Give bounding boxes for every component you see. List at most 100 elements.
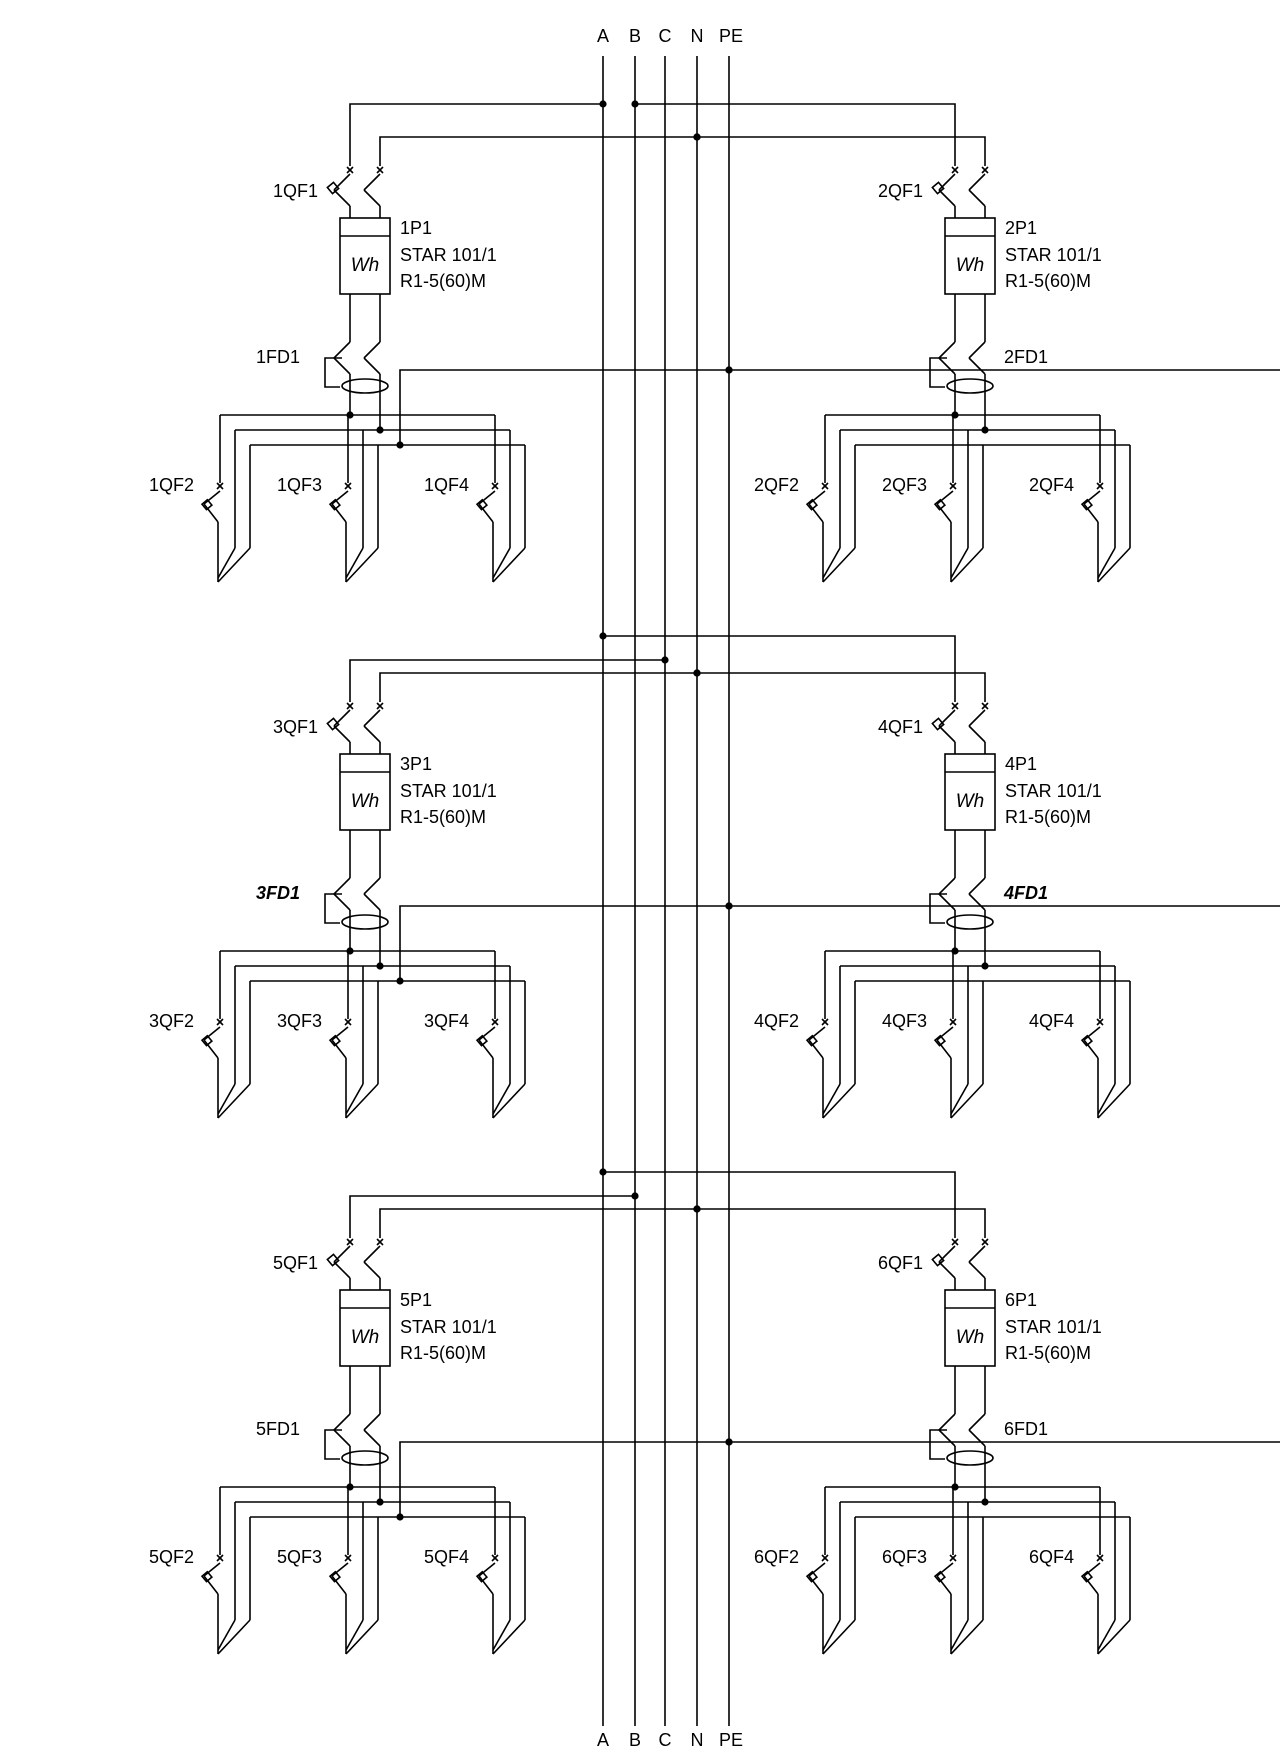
branch-neutral-out <box>492 547 511 579</box>
branch-breaker-label: 6QF2 <box>754 1547 799 1567</box>
phase-feed <box>349 103 603 166</box>
branch-neutral-out <box>345 547 364 579</box>
branch-breaker-label: 6QF3 <box>882 1547 927 1567</box>
branch-neutral-out <box>950 1619 969 1651</box>
breaker-trip <box>1080 1034 1093 1047</box>
breaker-blade <box>808 490 826 505</box>
junction-dot <box>661 656 669 664</box>
breaker-contact <box>331 1575 347 1595</box>
breaker-contact <box>331 1039 347 1059</box>
contact-mark <box>216 482 224 490</box>
branch-neutral-out <box>217 1083 236 1115</box>
rcd-trip-link <box>929 357 947 388</box>
meter-symbol: Wh <box>351 255 380 276</box>
contact-mark <box>951 1238 959 1246</box>
contact-mark <box>491 1554 499 1562</box>
breaker-blade <box>936 1026 954 1041</box>
meter-name: 2P1 <box>1005 218 1037 238</box>
branch-breaker-label: 1QF2 <box>149 475 194 495</box>
meter-rating: R1-5(60)M <box>1005 807 1091 827</box>
qf1-contact <box>333 725 351 743</box>
qf1-contact <box>938 189 956 207</box>
meter-symbol: Wh <box>956 791 985 812</box>
breaker-blade <box>1083 1562 1101 1577</box>
branch-breaker-label: 4QF2 <box>754 1011 799 1031</box>
breaker-trip <box>475 498 488 511</box>
rcd-transformer <box>341 378 389 394</box>
meter-symbol: Wh <box>956 255 985 276</box>
branch-2: 5QF3 <box>277 1487 379 1655</box>
contact-mark <box>491 482 499 490</box>
breaker-contact <box>936 1575 952 1595</box>
rcd-transformer <box>946 914 994 930</box>
branch-neutral-out <box>345 1083 364 1115</box>
main-breaker-label: 1QF1 <box>273 181 318 201</box>
breaker-blade <box>478 1026 496 1041</box>
branch-neutral-out <box>822 547 841 579</box>
contact-mark <box>344 1018 352 1026</box>
meter-rating: R1-5(60)M <box>400 1343 486 1363</box>
qf1-blade <box>363 1245 381 1263</box>
contact-mark <box>949 482 957 490</box>
meter-box <box>339 217 391 295</box>
qf1-blade <box>333 1245 351 1263</box>
breaker-contact <box>203 1575 219 1595</box>
qf1-blade <box>938 173 956 191</box>
branch-pe-out <box>1097 1619 1131 1655</box>
rcd-trip-link <box>324 357 342 388</box>
qf1-blade <box>938 1245 956 1263</box>
branch-breaker-label: 5QF2 <box>149 1547 194 1567</box>
meter-name: 1P1 <box>400 218 432 238</box>
breaker-blade <box>331 1026 349 1041</box>
breaker-blade <box>808 1562 826 1577</box>
rcd-transformer <box>341 914 389 930</box>
breaker-blade <box>1083 490 1101 505</box>
branch-breaker-label: 2QF4 <box>1029 475 1074 495</box>
branch-2: 4QF3 <box>882 951 984 1119</box>
bus-label-top-n: N <box>691 26 704 46</box>
meter-name: 4P1 <box>1005 754 1037 774</box>
breaker-blade <box>203 490 221 505</box>
qf1-blade <box>333 173 351 191</box>
contact-mark <box>344 1554 352 1562</box>
junction-dot <box>376 962 384 970</box>
bus-label-top-b: B <box>629 26 641 46</box>
neutral-feed <box>379 672 697 702</box>
phase-feed <box>349 1195 635 1238</box>
meter-model: STAR 101/1 <box>1005 1317 1102 1337</box>
breaker-blade <box>331 490 349 505</box>
junction-dot <box>693 1205 701 1213</box>
branch-neutral-out <box>345 1619 364 1651</box>
contact-mark <box>346 1238 354 1246</box>
breaker-contact <box>478 1575 494 1595</box>
branch-breaker-label: 1QF3 <box>277 475 322 495</box>
contact-mark <box>216 1554 224 1562</box>
meter-rating: R1-5(60)M <box>1005 271 1091 291</box>
phase-feed <box>603 635 956 702</box>
branch-pe-out <box>1097 1083 1131 1119</box>
junction-dot <box>693 133 701 141</box>
meter-model: STAR 101/1 <box>400 781 497 801</box>
junction-dot <box>693 669 701 677</box>
qf1-blade <box>938 709 956 727</box>
pe-feed <box>399 1441 729 1517</box>
breaker-blade <box>478 1562 496 1577</box>
contact-mark <box>491 1018 499 1026</box>
junction-dot <box>599 1168 607 1176</box>
branch-breaker-label: 1QF4 <box>424 475 469 495</box>
bus-label-top-pe: PE <box>719 26 743 46</box>
qf1-blade <box>363 173 381 191</box>
breaker-blade <box>1083 1026 1101 1041</box>
pe-feed <box>399 905 729 981</box>
branch-neutral-out <box>950 547 969 579</box>
branch-pe-out <box>345 1619 379 1655</box>
junction-dot <box>376 426 384 434</box>
junction-dot <box>631 1192 639 1200</box>
branch-breaker-label: 3QF2 <box>149 1011 194 1031</box>
meter-rating: R1-5(60)M <box>400 807 486 827</box>
junction-dot <box>981 962 989 970</box>
branch-breaker-label: 4QF4 <box>1029 1011 1074 1031</box>
junction-dot <box>981 1498 989 1506</box>
neutral-feed <box>379 136 697 166</box>
